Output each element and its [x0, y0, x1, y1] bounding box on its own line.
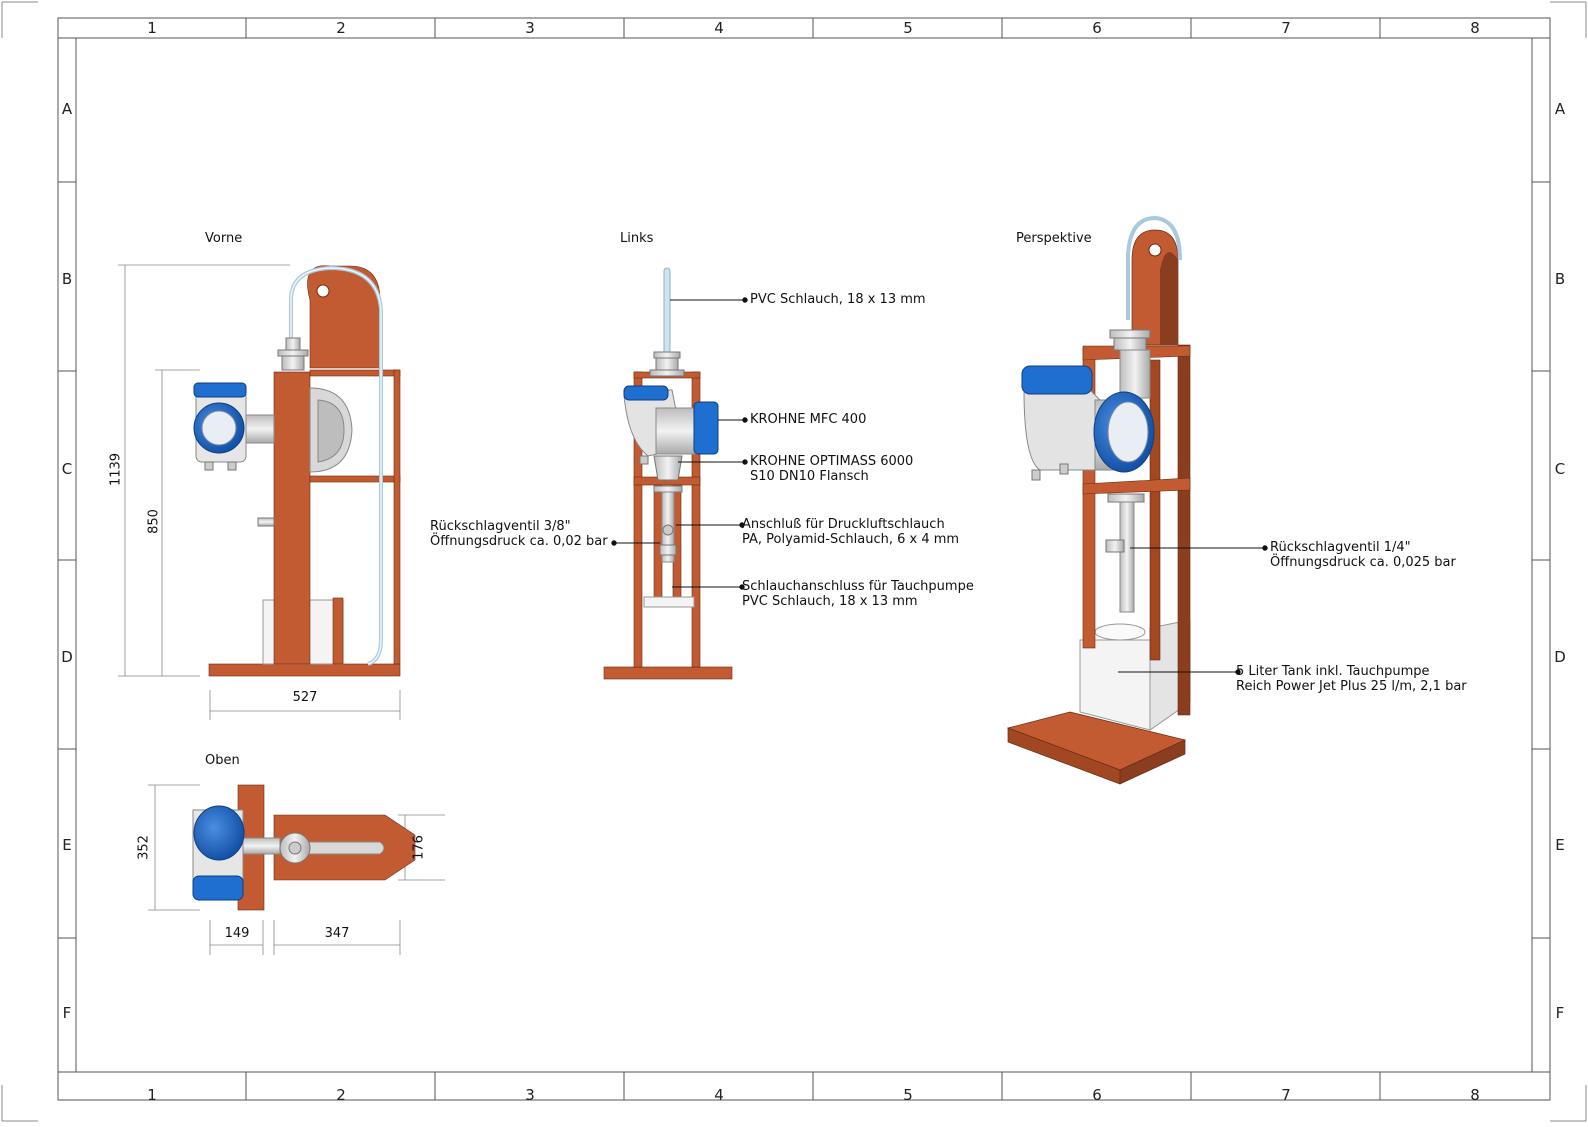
callout-line: PVC Schlauch, 18 x 13 mm — [742, 594, 918, 609]
column-label: 5 — [903, 1086, 913, 1104]
dimension-total-height: 1139 — [108, 452, 124, 487]
column-label: 5 — [903, 19, 913, 37]
top-view — [148, 784, 445, 955]
callout-line: KROHNE OPTIMASS 6000 — [750, 454, 914, 469]
column-label: 2 — [336, 19, 346, 37]
column-label: 1 — [147, 19, 157, 37]
front-view-title: Vorne — [205, 231, 243, 246]
row-label: E — [62, 836, 72, 854]
column-label: 7 — [1281, 19, 1291, 37]
callout-line: Rückschlagventil 3/8" — [430, 519, 571, 534]
column-label: 4 — [714, 19, 724, 37]
dimension-top-width: 176 — [411, 835, 427, 860]
dimension-top-right: 347 — [324, 926, 350, 941]
perspective-view-title: Perspektive — [1016, 231, 1092, 246]
callout-tank: 5 Liter Tank inkl. Tauchpumpe Reich Powe… — [1236, 664, 1467, 694]
side-view-title: Links — [620, 231, 654, 246]
dimension-front-width: 527 — [292, 690, 318, 705]
callout-line: S10 DN10 Flansch — [750, 469, 869, 484]
row-label: F — [62, 1004, 72, 1022]
row-label: A — [1554, 100, 1566, 118]
row-label: C — [1554, 460, 1566, 478]
row-label: A — [61, 100, 73, 118]
callout-check-valve-left: Rückschlagventil 3/8" Öffnungsdruck ca. … — [430, 519, 608, 549]
column-label: 1 — [147, 1086, 157, 1104]
column-label: 7 — [1281, 1086, 1291, 1104]
perspective-view — [1006, 215, 1268, 785]
column-label: 8 — [1470, 1086, 1480, 1104]
top-view-title: Oben — [205, 753, 240, 768]
row-label: F — [1555, 1004, 1565, 1022]
column-ticks — [245, 18, 1381, 1100]
callout-optimass: KROHNE OPTIMASS 6000 S10 DN10 Flansch — [750, 454, 913, 484]
column-label: 3 — [525, 1086, 535, 1104]
callout-pump-connection: Schlauchanschluss für Tauchpumpe PVC Sch… — [742, 579, 974, 609]
dimension-top-depth: 352 — [136, 835, 152, 860]
callout-mfc: KROHNE MFC 400 — [750, 412, 866, 427]
column-label: 3 — [525, 19, 535, 37]
side-view — [603, 267, 748, 680]
callout-line: 5 Liter Tank inkl. Tauchpumpe — [1236, 664, 1430, 679]
callout-line: KROHNE MFC 400 — [750, 412, 867, 427]
callout-line: Reich Power Jet Plus 25 l/m, 2,1 bar — [1236, 679, 1467, 694]
callout-air-connection: Anschluß für Druckluftschlauch PA, Polya… — [742, 517, 959, 547]
row-label: D — [1554, 648, 1566, 666]
column-label: 6 — [1092, 1086, 1102, 1104]
column-label: 4 — [714, 1086, 724, 1104]
column-label: 8 — [1470, 19, 1480, 37]
callout-line: Öffnungsdruck ca. 0,02 bar — [430, 534, 608, 549]
row-label: C — [61, 460, 73, 478]
column-label: 6 — [1092, 19, 1102, 37]
row-label: B — [61, 270, 73, 288]
dimension-frame-height: 850 — [146, 509, 162, 534]
column-label: 2 — [336, 1086, 346, 1104]
callout-pvc-hose: PVC Schlauch, 18 x 13 mm — [750, 292, 926, 307]
row-ticks — [58, 181, 1550, 939]
front-view — [118, 264, 401, 720]
callout-line: Öffnungsdruck ca. 0,025 bar — [1270, 555, 1456, 570]
dimension-top-left: 149 — [224, 926, 250, 941]
callout-line: Schlauchanschluss für Tauchpumpe — [742, 579, 974, 594]
callout-check-valve-right: Rückschlagventil 1/4" Öffnungsdruck ca. … — [1270, 540, 1456, 570]
row-label: B — [1554, 270, 1566, 288]
callout-line: PA, Polyamid-Schlauch, 6 x 4 mm — [742, 532, 960, 547]
callout-line: Rückschlagventil 1/4" — [1270, 540, 1411, 555]
callout-line: PVC Schlauch, 18 x 13 mm — [750, 292, 926, 307]
row-label: D — [61, 648, 73, 666]
callout-line: Anschluß für Druckluftschlauch — [742, 517, 945, 532]
row-label: E — [1555, 836, 1565, 854]
